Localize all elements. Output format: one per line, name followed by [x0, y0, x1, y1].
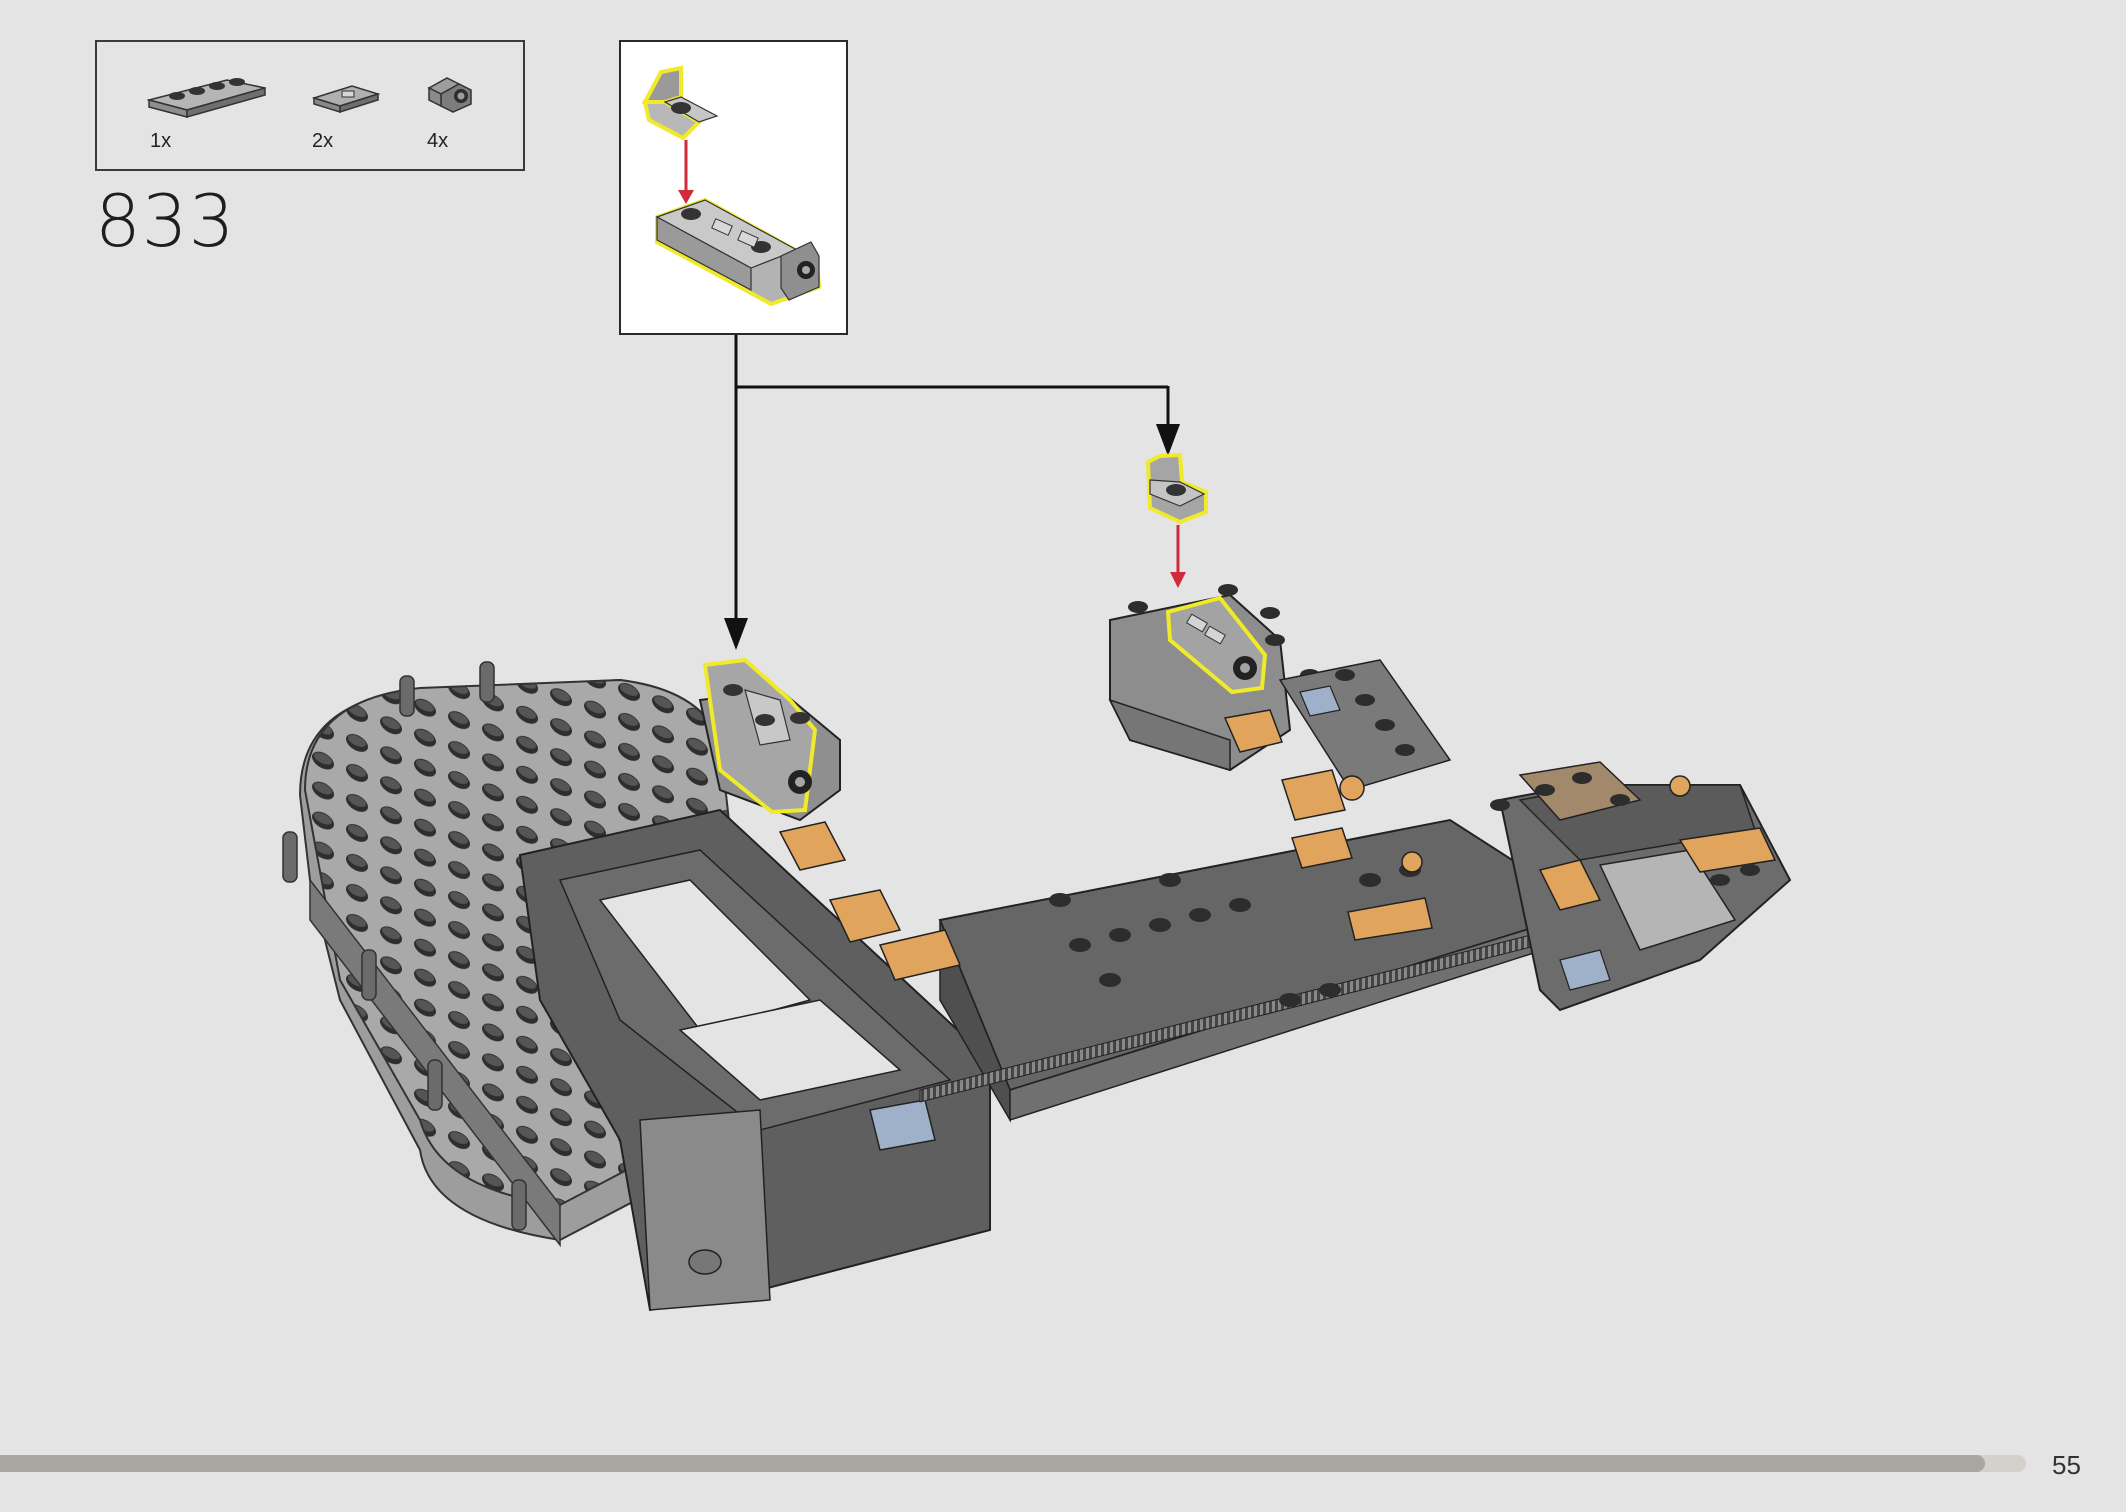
plate-with-bracket-piece: [655, 197, 822, 307]
callout-connector-lines: [724, 335, 1180, 650]
right-bracket-piece: [1145, 452, 1208, 588]
part-quantity: 2x: [312, 130, 334, 152]
tile-1x2-with-groove-icon: [312, 82, 382, 116]
part-quantity: 4x: [427, 130, 449, 152]
instruction-progress-fill: [0, 1455, 1986, 1472]
step-number: 833: [95, 179, 236, 263]
page-number: 55: [2052, 1450, 2081, 1480]
right-nose-section: [1490, 761, 1792, 1012]
parts-list-box: 1x 2x 4x: [95, 40, 525, 171]
central-frame: [518, 808, 991, 1312]
left-tan-hinges: [778, 821, 962, 981]
sub-assembly-diagram: [641, 65, 822, 307]
bracket-with-stud-icon: [425, 74, 479, 114]
long-beam-with-rack: [919, 818, 1593, 1123]
right-tower-assembly: [1108, 584, 1452, 791]
part-quantity: 1x: [150, 130, 172, 152]
right-tan-hinges: [1223, 709, 1433, 941]
model-assembly-diagram: [282, 335, 1792, 1312]
left-turret-assembly: [698, 657, 841, 822]
bracket-piece: [641, 65, 719, 141]
instruction-progress-bar: [0, 1455, 2026, 1472]
plate-1x4-icon: [147, 70, 267, 120]
placement-arrow-head: [678, 190, 694, 204]
sub-assembly-callout: [619, 40, 848, 335]
